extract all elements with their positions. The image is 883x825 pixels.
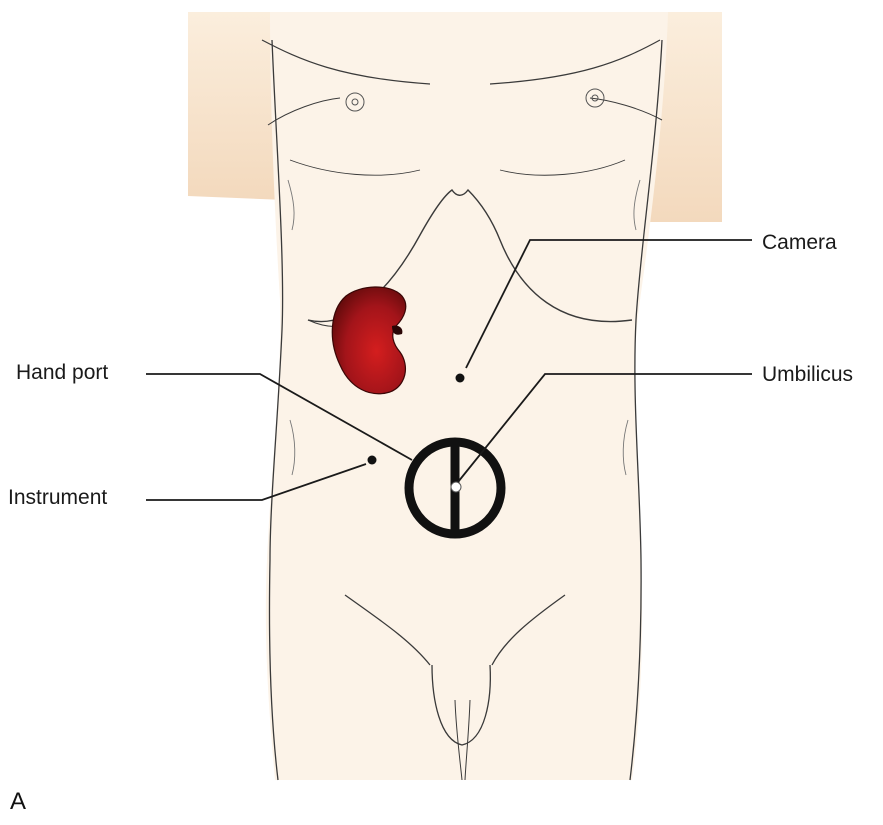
instrument-leader	[146, 463, 367, 501]
rib-cage	[307, 188, 633, 323]
hand-port-label: Hand port	[16, 361, 109, 384]
hand-port-leader	[146, 373, 413, 461]
torso	[265, 12, 668, 780]
genitals	[431, 664, 491, 746]
umbilicus-label: Umbilicus	[762, 363, 854, 386]
right-nipple	[585, 88, 605, 108]
panel-letter: A	[10, 788, 27, 815]
instrument-label: Instrument	[8, 486, 108, 509]
umbilicus-leader	[457, 373, 752, 483]
camera-port-dot	[455, 373, 465, 383]
left-arm	[188, 12, 290, 200]
camera-leader	[465, 239, 752, 369]
instrument-port-dot	[367, 455, 377, 465]
umbilicus-mark	[450, 481, 462, 493]
camera-label: Camera	[762, 231, 837, 254]
kidney-icon	[331, 286, 407, 395]
left-nipple	[345, 92, 365, 112]
